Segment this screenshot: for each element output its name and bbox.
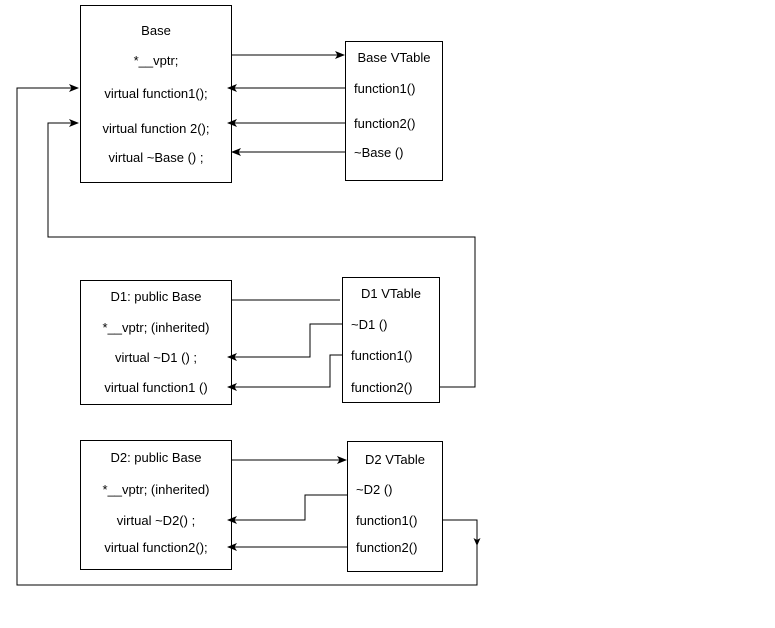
box-d1-method-function1: virtual function1 () (104, 380, 208, 395)
box-base-title: Base (141, 23, 171, 38)
box-base-member-vptr: *__vptr; (133, 53, 179, 68)
box-d1-vtable-title: D1 VTable (361, 286, 421, 301)
box-d1-vtable-entry-function1: function1() (351, 348, 413, 363)
wire-d2vt-dtor-to-d2-dtor (227, 494, 347, 524)
box-base-method-function1: virtual function1(); (104, 86, 208, 101)
box-d2-vtable-entry-destructor: ~D2 () (356, 482, 393, 497)
box-base-method-destructor: virtual ~Base () ; (108, 150, 204, 165)
box-base-vtable[interactable]: Base VTable function1() function2() ~Bas… (345, 41, 443, 181)
box-d2-method-destructor: virtual ~D2() ; (116, 513, 196, 528)
box-base-method-function2: virtual function 2(); (102, 121, 210, 136)
box-d1-member-vptr: *__vptr; (inherited) (102, 320, 210, 335)
box-d1-vtable-entry-function2: function2() (351, 380, 413, 395)
wire-d1vt-dtor-to-d1-dtor (227, 323, 342, 361)
box-d2-title: D2: public Base (110, 450, 202, 465)
box-d1-method-destructor: virtual ~D1 () ; (115, 350, 197, 365)
box-d2[interactable]: D2: public Base *__vptr; (inherited) vir… (80, 440, 232, 570)
box-base-vtable-entry-destructor: ~Base () (354, 145, 404, 160)
box-d2-vtable-entry-function2: function2() (356, 540, 418, 555)
box-base-vtable-entry-function1: function1() (354, 81, 416, 96)
box-d1-vtable[interactable]: D1 VTable ~D1 () function1() function2() (342, 277, 440, 403)
box-d2-vtable-title: D2 VTable (365, 452, 425, 467)
box-base-vtable-entry-function2: function2() (354, 116, 416, 131)
box-d1-title: D1: public Base (110, 289, 202, 304)
box-d2-member-vptr: *__vptr; (inherited) (102, 482, 210, 497)
box-d2-method-function2: virtual function2(); (104, 540, 208, 555)
box-d1[interactable]: D1: public Base *__vptr; (inherited) vir… (80, 280, 232, 405)
wire-d1vt-function1-to-d1-function1 (227, 354, 342, 391)
box-d2-vtable[interactable]: D2 VTable ~D2 () function1() function2() (347, 441, 443, 572)
box-d1-vtable-entry-destructor: ~D1 () (351, 317, 388, 332)
box-base-vtable-title: Base VTable (357, 50, 431, 65)
box-d2-vtable-entry-function1: function1() (356, 513, 418, 528)
box-base[interactable]: Base *__vptr; virtual function1(); virtu… (80, 5, 232, 183)
